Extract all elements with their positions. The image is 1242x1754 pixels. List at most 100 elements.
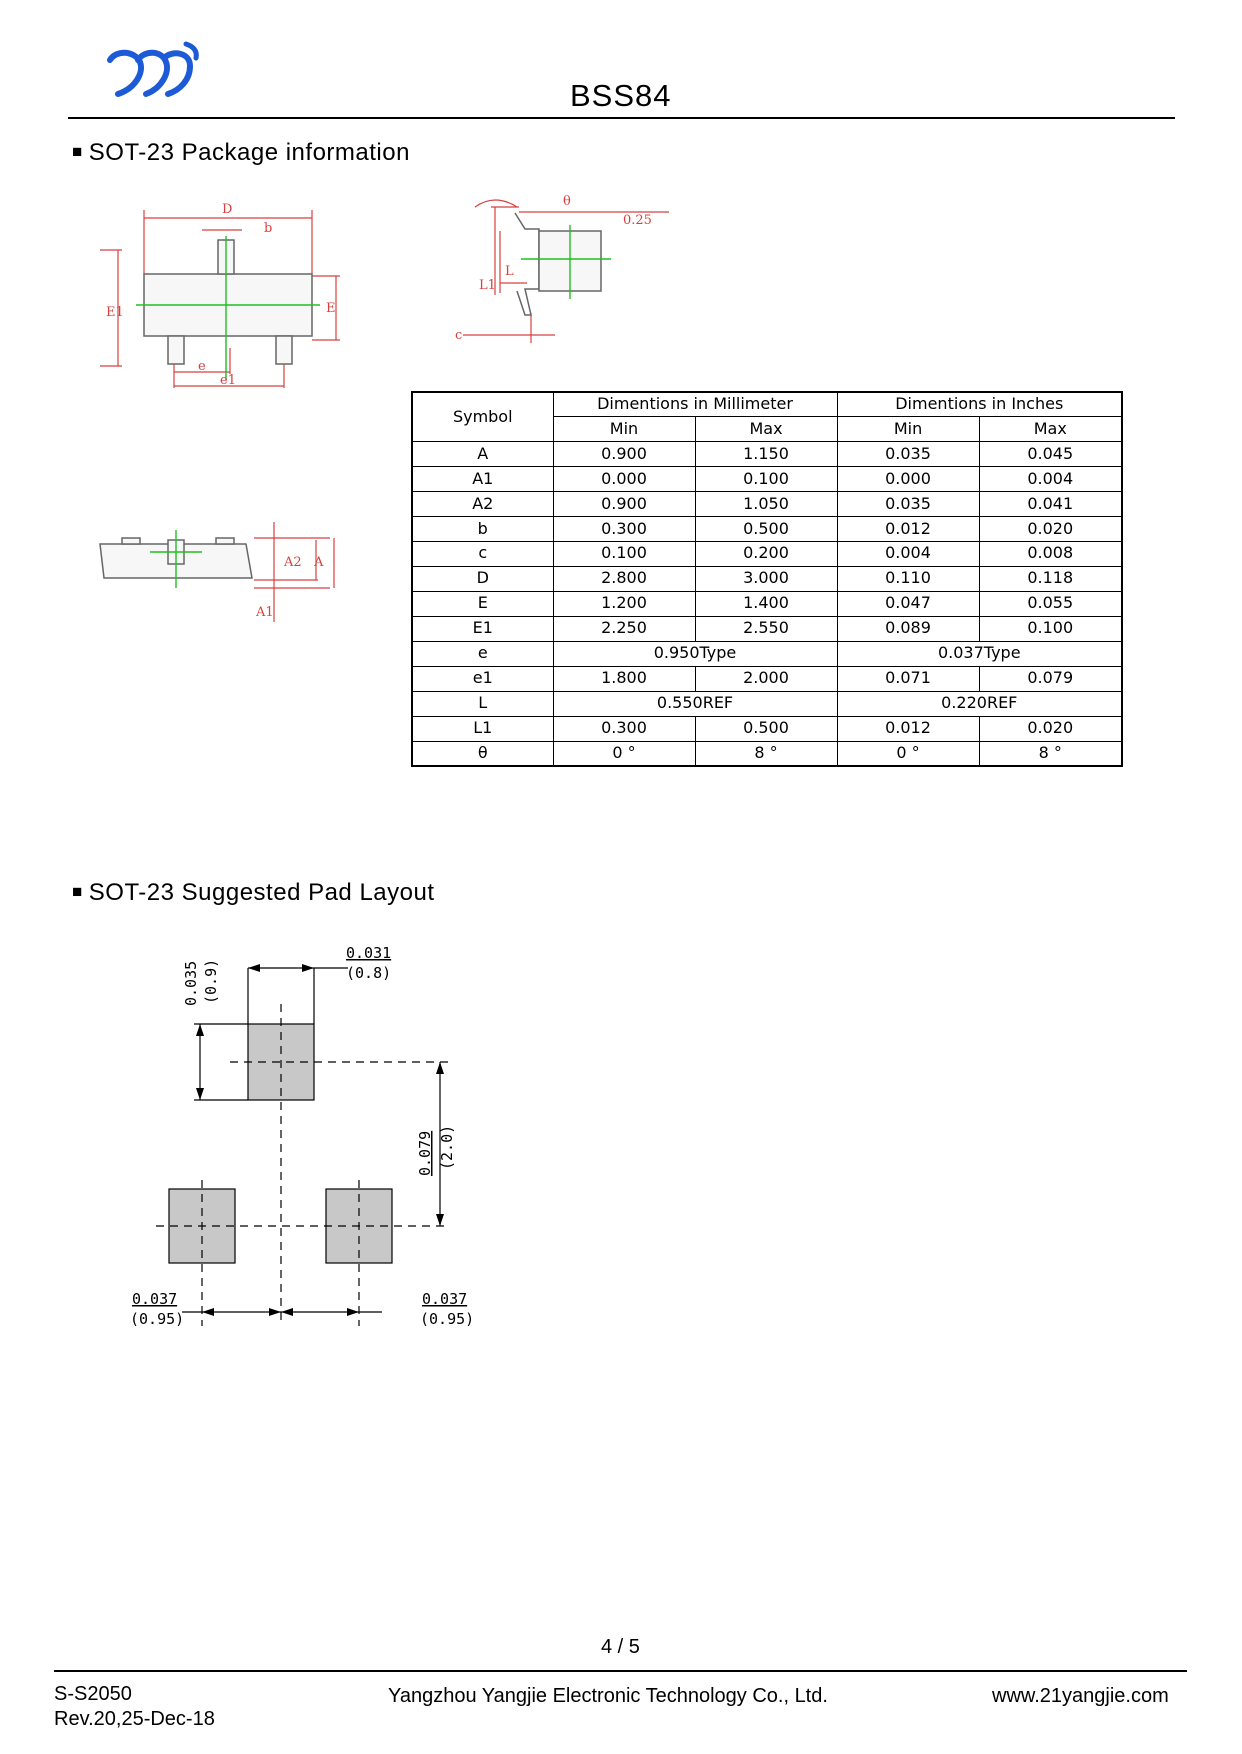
cell-symbol: L — [411, 690, 554, 717]
cell-mm-max: 3.000 — [694, 565, 838, 592]
column-group-inches: Dimentions in Inches — [836, 391, 1123, 418]
row-pitch-in-label: 0.079 — [416, 1131, 434, 1176]
cell-in-max: 8 ° — [978, 740, 1123, 767]
cell-mm-min: 0.900 — [552, 441, 696, 468]
yangjie-logo — [107, 41, 199, 97]
cell-symbol: e1 — [411, 665, 554, 692]
pad-width-in-label: 0.031 — [346, 944, 391, 962]
cell-symbol: b — [411, 515, 554, 542]
bullet-square-icon: ■ — [72, 142, 83, 161]
cell-in-max: 0.045 — [978, 441, 1123, 468]
left-pitch-mm-label: (0.95) — [130, 1310, 184, 1328]
pad-height-in-label: 0.035 — [182, 961, 200, 1006]
top-view-drawing: D b E1 E e e1 — [100, 202, 340, 388]
cell-in-span: 0.037Type — [836, 640, 1123, 667]
dimensions-table: Symbol Dimentions in Millimeter Dimentio… — [411, 391, 1124, 767]
dim-label-e1: e1 — [220, 373, 236, 388]
bullet-square-icon: ■ — [72, 882, 83, 901]
cell-in-max: 0.100 — [978, 615, 1123, 642]
dim-label-c: c — [455, 328, 462, 343]
cell-mm-min: 2.250 — [552, 615, 696, 642]
cell-in-max: 0.004 — [978, 466, 1123, 492]
row-pitch-mm-label: (2.0) — [438, 1125, 456, 1170]
revision-info: Rev.20,25-Dec-18 — [54, 1708, 215, 1730]
cell-in-max: 0.020 — [978, 515, 1123, 542]
cell-mm-max: 0.200 — [694, 540, 838, 567]
dim-label-L: L — [505, 264, 514, 279]
dim-label-theta: θ — [563, 195, 571, 209]
page-number: 4 / 5 — [601, 1636, 640, 1658]
cell-in-max: 0.055 — [978, 590, 1123, 617]
dim-label-A: A — [313, 555, 324, 570]
document-code: S-S2050 — [54, 1683, 132, 1705]
cell-symbol: c — [411, 540, 554, 567]
cell-in-min: 0.000 — [836, 466, 980, 492]
cell-mm-max: 2.000 — [694, 665, 838, 692]
website-link[interactable]: www.21yangjie.com — [992, 1685, 1169, 1707]
cell-mm-min: 1.200 — [552, 590, 696, 617]
dim-label-A1: A1 — [255, 605, 274, 620]
cell-mm-span: 0.950Type — [552, 640, 838, 667]
cell-mm-max: 0.500 — [694, 715, 838, 742]
dim-label-D: D — [222, 202, 232, 217]
cell-symbol: E — [411, 590, 554, 617]
dim-label-e: e — [198, 359, 206, 374]
dim-label-E: E — [326, 301, 336, 316]
cell-mm-min: 0 ° — [552, 740, 696, 767]
cell-in-min: 0.071 — [836, 665, 980, 692]
dim-label-025: 0.25 — [623, 213, 652, 228]
column-header-mm-max: Max — [694, 416, 838, 443]
cell-in-min: 0.047 — [836, 590, 980, 617]
page-title: BSS84 — [570, 78, 672, 113]
cell-mm-min: 1.800 — [552, 665, 696, 692]
cell-mm-max: 1.400 — [694, 590, 838, 617]
dim-label-E1: E1 — [106, 305, 124, 320]
cell-symbol: e — [411, 640, 554, 667]
section-heading-pad-layout: ■ SOT-23 Suggested Pad Layout — [72, 879, 435, 907]
cell-in-max: 0.020 — [978, 715, 1123, 742]
cell-mm-min: 2.800 — [552, 565, 696, 592]
cell-in-min: 0.004 — [836, 540, 980, 567]
cell-in-min: 0.035 — [836, 491, 980, 517]
table-subheader-row: Min Max Min Max — [412, 416, 1123, 443]
side-view-drawing: θ 0.25 L1 L c — [455, 195, 669, 343]
column-header-in-max: Max — [978, 416, 1123, 443]
dim-label-b: b — [264, 221, 272, 236]
left-pitch-in-label: 0.037 — [132, 1290, 177, 1308]
cell-in-max: 0.041 — [978, 491, 1123, 517]
footer-divider — [54, 1670, 1187, 1672]
cell-mm-min: 0.100 — [552, 540, 696, 567]
cell-mm-max: 0.100 — [694, 466, 838, 492]
pad-height-mm-label: (0.9) — [202, 959, 220, 1004]
cell-mm-min: 0.300 — [552, 515, 696, 542]
cell-mm-max: 0.500 — [694, 515, 838, 542]
section-heading-text: SOT-23 Suggested Pad Layout — [88, 879, 435, 906]
company-name: Yangzhou Yangjie Electronic Technology C… — [388, 1685, 828, 1707]
column-group-millimeter: Dimentions in Millimeter — [552, 391, 838, 418]
cell-mm-span: 0.550REF — [552, 690, 838, 717]
cell-mm-max: 1.150 — [694, 441, 838, 468]
column-header-mm-min: Min — [552, 416, 696, 443]
cell-symbol: θ — [411, 740, 554, 767]
cell-symbol: A — [411, 441, 554, 468]
cell-in-min: 0.110 — [836, 565, 980, 592]
cell-mm-max: 2.550 — [694, 615, 838, 642]
cell-in-min: 0 ° — [836, 740, 980, 767]
section-heading-text: SOT-23 Package information — [88, 139, 410, 166]
cell-in-span: 0.220REF — [836, 690, 1123, 717]
cell-symbol: A2 — [411, 491, 554, 517]
dim-label-L1: L1 — [479, 278, 496, 293]
section-heading-package-info: ■ SOT-23 Package information — [72, 139, 410, 167]
cell-mm-max: 8 ° — [694, 740, 838, 767]
cell-symbol: A1 — [411, 466, 554, 492]
cell-in-min: 0.035 — [836, 441, 980, 468]
